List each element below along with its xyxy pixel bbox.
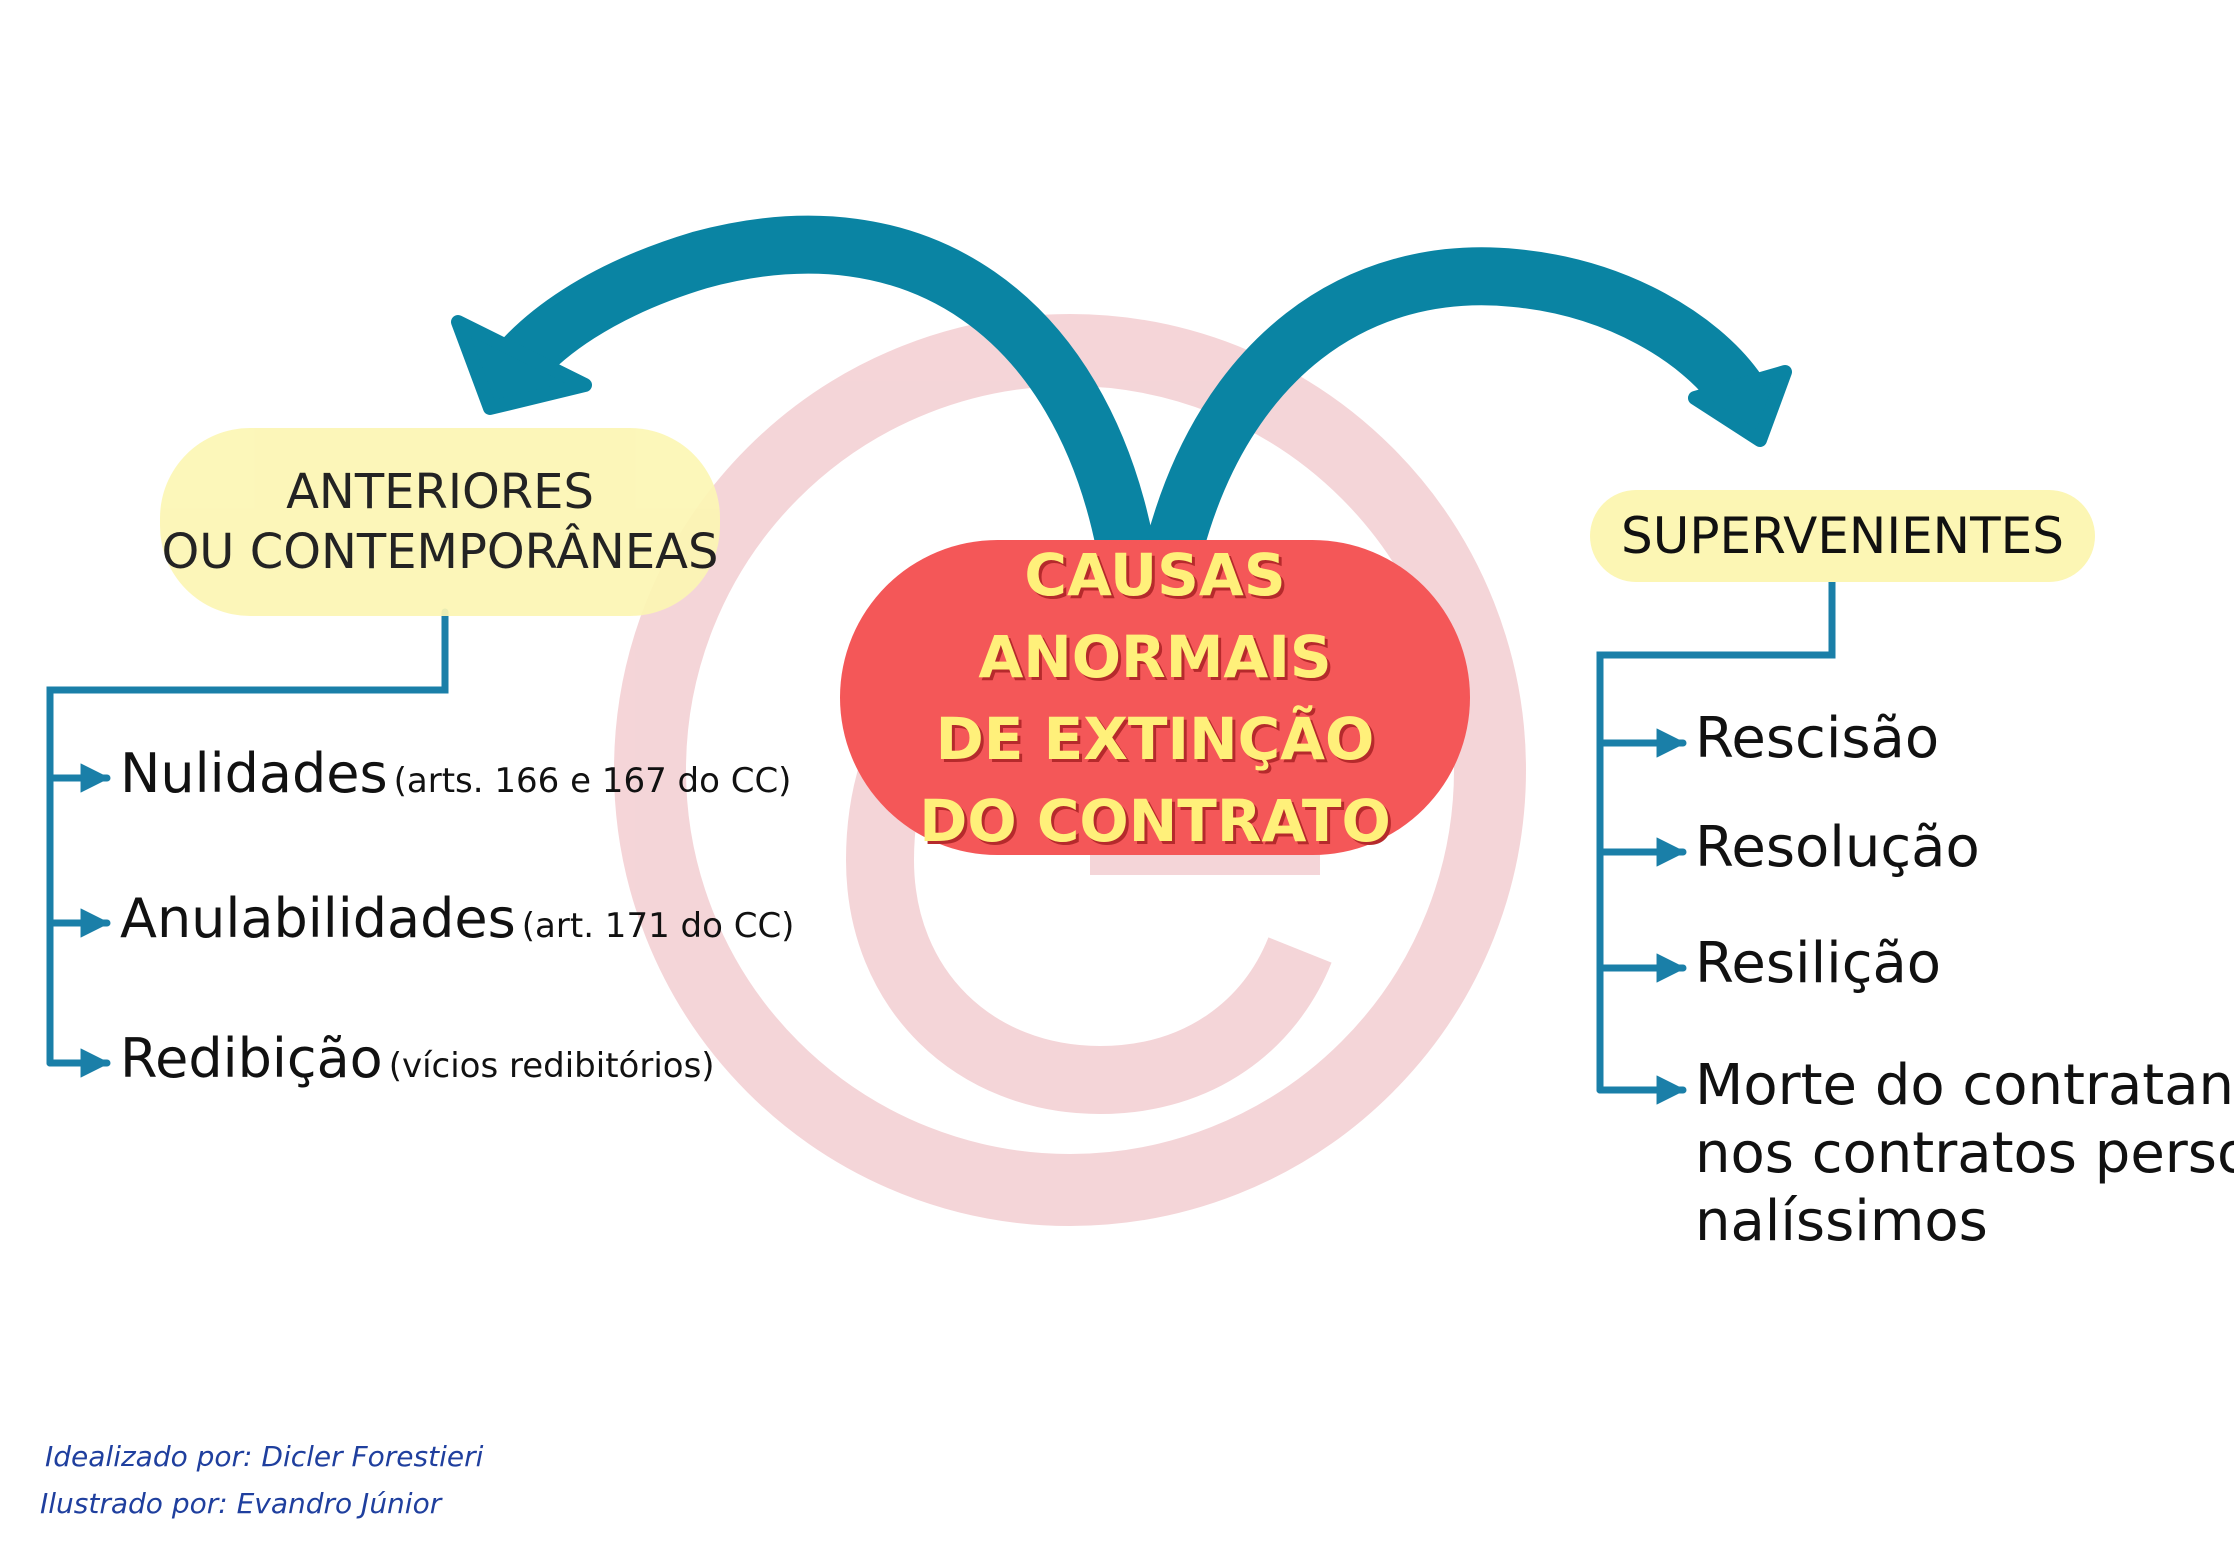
left-connector-tree [46,608,449,1078]
central-topic-line: DE EXTINÇÃO [935,704,1375,773]
central-topic: CAUSAS ANORMAIS DE EXTINÇÃO DO CONTRATO [840,540,1470,855]
left-branch-title-line: ANTERIORES [286,464,594,520]
list-item: Rescisão [1695,706,1940,771]
list-item: Nulidades(arts. 166 e 167 do CC) [120,742,791,805]
list-item: Resilição [1695,931,1942,996]
central-topic-line: DO CONTRATO [919,786,1391,855]
list-item: Anulabilidades(art. 171 do CC) [120,887,794,950]
item-note: (arts. 166 e 167 do CC) [393,761,792,801]
list-item: Morte do contratante, nos contratos pers… [1695,1052,2234,1256]
curved-arrow-icon [1146,247,1792,574]
left-branch-title: ANTERIORES OU CONTEMPORÂNEAS [160,428,720,616]
credit-illustrated: Ilustrado por: Evandro Júnior [40,1487,442,1520]
list-item: Redibição(vícios redibitórios) [120,1027,715,1090]
right-branch-title: SUPERVENIENTES [1590,490,2095,582]
item-label: Redibição [120,1027,383,1090]
item-line: nos contratos perso - [1695,1121,2234,1186]
item-line: nalíssimos [1695,1189,1988,1254]
item-label: Anulabilidades [120,887,516,950]
left-branch-title-line: OU CONTEMPORÂNEAS [161,524,719,580]
curved-arrow-icon [451,215,1154,574]
right-connector-tree [1596,574,1836,1105]
list-item: Resolução [1695,815,1980,880]
item-label: Nulidades [120,742,388,805]
item-line: Morte do contratante, [1695,1053,2234,1118]
credit-idealized: Idealizado por: Dicler Forestieri [45,1440,484,1473]
right-branch-title-text: SUPERVENIENTES [1621,507,2064,565]
item-note: (art. 171 do CC) [521,906,795,946]
central-topic-line: CAUSAS ANORMAIS [978,540,1332,691]
item-note: (vícios redibitórios) [388,1046,715,1086]
